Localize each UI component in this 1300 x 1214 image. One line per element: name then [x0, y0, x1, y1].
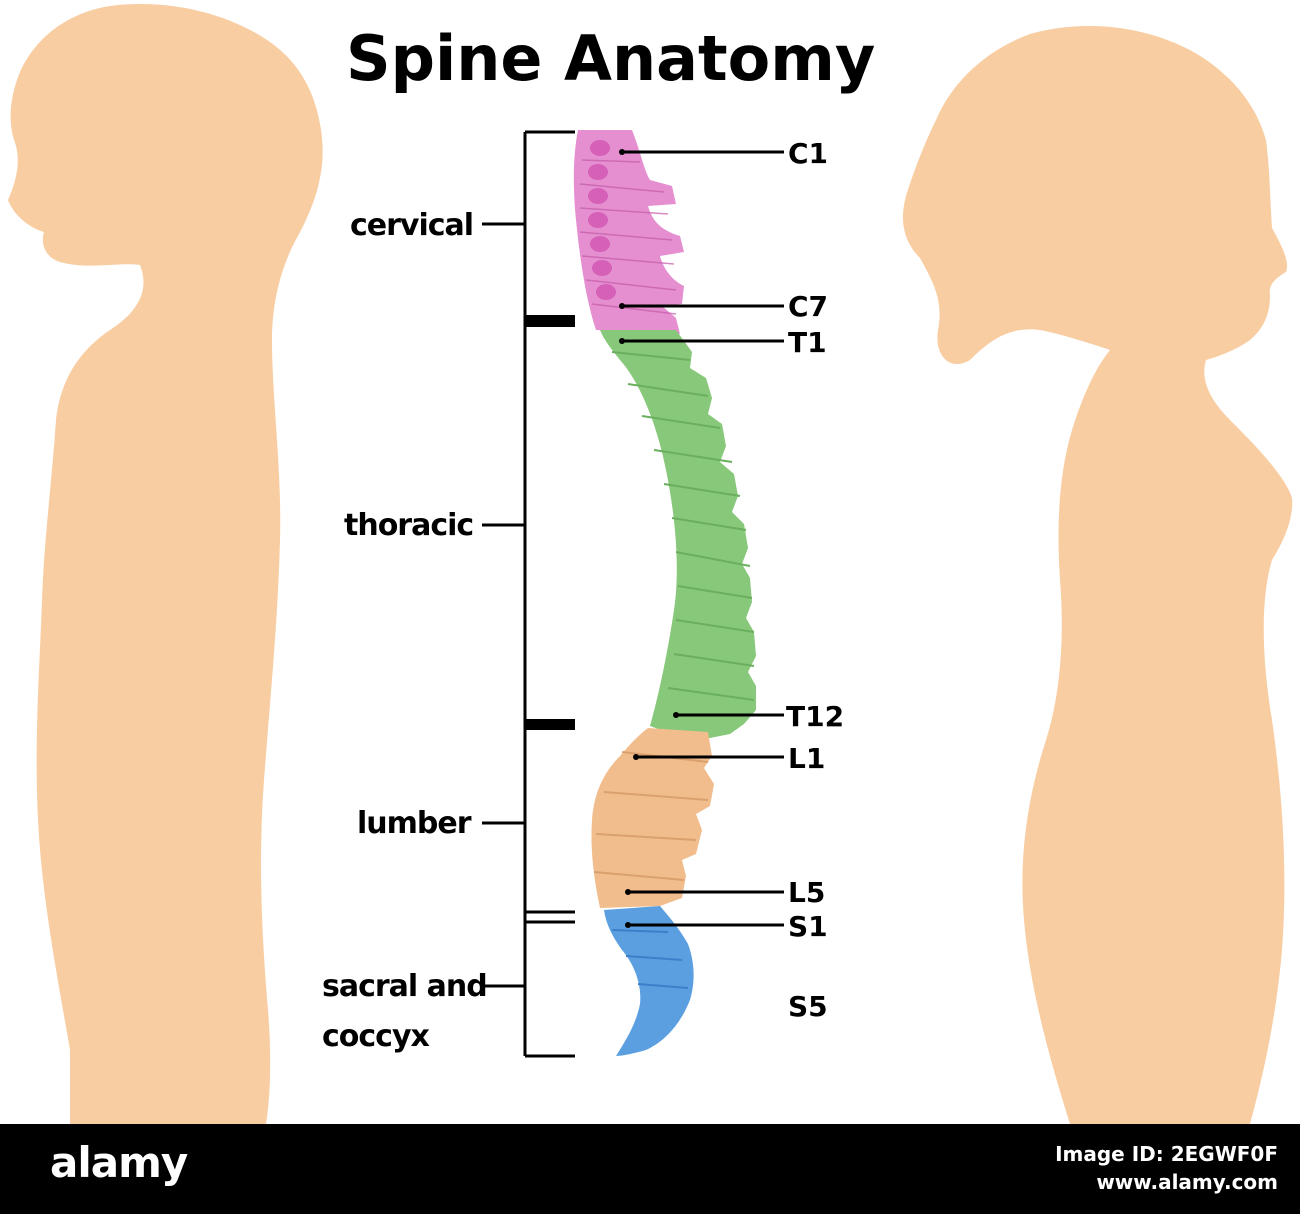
- region-label-sacral-line2: coccyx: [322, 1019, 430, 1054]
- male-silhouette: [8, 3, 323, 1124]
- spine-cervical: [573, 130, 684, 334]
- region-label-sacral-line1: sacral and: [322, 969, 487, 1004]
- region-label-cervical: cervical: [350, 208, 473, 243]
- footer-bar: alamy Image ID: 2EGWF0F www.alamy.com: [0, 1124, 1300, 1214]
- diagram-canvas: Spine Anatomy cervical thoracic lumber s…: [8, 3, 1293, 1124]
- footer-site-url: www.alamy.com: [1096, 1170, 1278, 1194]
- vertebra-label-l5: L5: [788, 876, 825, 909]
- region-label-thoracic: thoracic: [344, 508, 473, 543]
- page-title: Spine Anatomy: [346, 22, 875, 95]
- vertebra-label-t12: T12: [786, 700, 844, 733]
- footer-image-info: Image ID: 2EGWF0F www.alamy.com: [1055, 1140, 1278, 1196]
- vertebra-label-l1: L1: [788, 742, 825, 775]
- vertebra-label-c1: C1: [788, 137, 828, 170]
- vertebra-pointer-dots: [619, 149, 679, 928]
- vertebra-label-t1: T1: [788, 326, 827, 359]
- footer-logo: alamy: [50, 1138, 188, 1187]
- footer-image-id: Image ID: 2EGWF0F: [1055, 1142, 1278, 1166]
- vertebra-label-c7: C7: [788, 290, 828, 323]
- boundary-tick-cervical-thoracic: [525, 315, 575, 327]
- spine-thoracic: [600, 330, 756, 740]
- spine-sacral: [604, 906, 694, 1056]
- vertebra-label-s5: S5: [788, 990, 828, 1023]
- vertebra-label-s1: S1: [788, 910, 828, 943]
- spine-lumbar: [591, 728, 714, 908]
- female-silhouette: [902, 26, 1293, 1124]
- region-label-lumbar: lumber: [357, 806, 472, 841]
- boundary-tick-thoracic-lumbar: [525, 719, 575, 730]
- vertebra-pointer-lines: [622, 150, 784, 927]
- region-bracket: [482, 130, 575, 1058]
